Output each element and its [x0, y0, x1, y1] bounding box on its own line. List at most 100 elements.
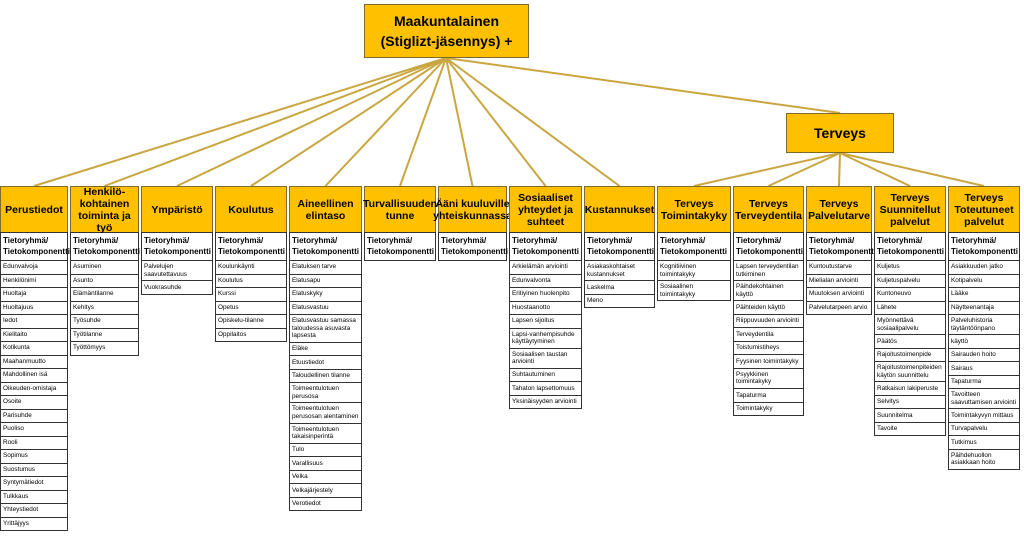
list-item: Tahaton lapsettomuus — [509, 382, 582, 396]
list-item: Asiakkuuden jatko — [948, 261, 1020, 275]
connector-line — [250, 57, 447, 187]
list-item: Toimeentulotuen perusosan alentaminen — [289, 403, 362, 424]
column-subheader: Tietoryhmä/ Tietokomponentti — [141, 232, 213, 261]
list-item: Palveluhistoria täytäntöönpano — [948, 315, 1020, 336]
list-item: Lapsi-vanhempisuhde käyttäytyminen — [509, 328, 582, 349]
list-item: Kotikunta — [0, 342, 68, 356]
list-item: Turvapalvelu — [948, 422, 1020, 437]
terveys-label: Terveys — [814, 125, 866, 141]
list-item: Yrittäjyys — [0, 517, 68, 531]
connector-line — [693, 152, 841, 187]
list-item: käyttö — [948, 335, 1020, 349]
column-subheader: Tietoryhmä/ Tietokomponentti — [509, 232, 582, 261]
connector-line — [445, 57, 474, 187]
column-title: Aineellinen elintaso — [289, 186, 362, 232]
list-item: Taloudellinen tilanne — [289, 369, 362, 384]
column-title-text: Kustannukset — [584, 203, 655, 216]
list-item: Kuntoutustarve — [806, 261, 872, 275]
column-title-text: Perustiedot — [5, 203, 63, 216]
list-item: Mahdollinen isä — [0, 369, 68, 383]
list-item: Elatuskyky — [289, 288, 362, 302]
list-item: Elatuksen tarve — [289, 261, 362, 275]
list-item: Toimeentulotuen takaisinperintä — [289, 423, 362, 444]
list-item: Lapsen terveydentilan tutkiminen — [733, 261, 804, 282]
list-item: Fyysinen toimintakyky — [733, 355, 804, 369]
list-item: Elatusvastuu — [289, 301, 362, 315]
column-title-text: Koulutus — [228, 203, 274, 216]
list-item: Rajoitustoimenpide — [874, 348, 946, 363]
root-title: Maakuntalainen — [393, 13, 500, 29]
list-item: Yhteystiedot — [0, 504, 68, 518]
list-item: Kuljetuspalvelu — [874, 274, 946, 288]
column-title-text: Terveys Terveydentila — [735, 197, 802, 222]
connector-line — [104, 57, 447, 187]
list-item: Lapsen sijoitus — [509, 315, 582, 329]
column-subheader: Tietoryhmä/ Tietokomponentti — [289, 232, 362, 261]
list-item: Päihdekohtainen käyttö — [733, 281, 804, 302]
connector-line — [399, 57, 447, 187]
list-item: Parisuhde — [0, 409, 68, 423]
column-subheader: Tietoryhmä/ Tietokomponentti — [948, 232, 1020, 261]
list-item: Edunvalvoja — [0, 261, 68, 275]
list-item: Työtilanne — [70, 328, 139, 342]
column-title-text: Aineellinen elintaso — [297, 197, 354, 222]
list-item: Maahanmuutto — [0, 355, 68, 369]
column-title-text: Sosiaaliset yhteydet ja suhteet — [518, 191, 573, 228]
list-item: Tutkimus — [948, 436, 1020, 450]
column-title: Terveys Toteutuneet palvelut — [948, 186, 1020, 232]
list-item: Riippuvuuden arviointi — [733, 314, 804, 329]
list-item: Tavoitteen saavuttamisen arviointi — [948, 389, 1020, 410]
list-item: Laskelma — [584, 281, 655, 295]
list-item: Tapaturma — [948, 375, 1020, 390]
list-item: Lääke — [948, 288, 1020, 302]
list-item: Kotipalvelu — [948, 274, 1020, 288]
list-item: Psyykkinen toimintakyky — [733, 368, 804, 390]
list-item: Sosiaalisen taustan arviointi — [509, 348, 582, 369]
column-subheader: Tietoryhmä/ Tietokomponentti — [0, 232, 70, 261]
list-item: Meno — [584, 294, 655, 309]
list-item: Elatusapu — [289, 274, 362, 288]
list-item: Mielialan arviointi — [806, 274, 872, 288]
column-subheader: Tietoryhmä/ Tietokomponentti — [215, 232, 287, 261]
list-item: Velka — [289, 470, 362, 485]
column-title: Koulutus — [215, 186, 287, 232]
list-item: Tulo — [289, 443, 362, 458]
list-item: Toimeentulotuen perusosa — [289, 383, 362, 404]
list-item: Terveydentila — [733, 328, 804, 342]
list-item: Eritiyinen huolenpito — [509, 288, 582, 302]
list-item: Kehitys — [70, 301, 139, 315]
list-item: Muutoksen arviointi — [806, 288, 872, 302]
column-title: Ääni kuuluville yhteiskunnassa — [433, 186, 512, 232]
list-item: Suostumus — [0, 463, 68, 477]
list-item: Edunvalvonta — [509, 274, 582, 288]
list-item: Myönnettävä sosiaalipalvelu — [874, 315, 946, 336]
connector-line — [33, 57, 447, 187]
list-item: Asunto — [70, 274, 139, 288]
list-item: Toistumistiheys — [733, 341, 804, 356]
column-title-text: Ympäristö — [151, 203, 203, 216]
column-title: Sosiaaliset yhteydet ja suhteet — [509, 186, 582, 232]
column-title: Terveys Terveydentila — [733, 186, 804, 232]
list-item: Vuokrasuhde — [141, 281, 213, 295]
list-item: Kuljetus — [874, 261, 946, 275]
column-subheader: Tietoryhmä/ Tietokomponentti — [657, 232, 731, 261]
connector-line — [839, 152, 911, 187]
column-title: Terveys Suunnitellut palvelut — [874, 186, 946, 232]
terveys-node: Terveys — [786, 113, 894, 153]
list-item: Opetus — [215, 301, 287, 315]
column-subheader: Tietoryhmä/ Tietokomponentti — [438, 232, 508, 261]
list-item: Asiakaskohtaiset kustannukset — [584, 261, 655, 282]
connector-line — [445, 57, 547, 187]
list-item: Syntymätiedot — [0, 477, 68, 491]
list-item: Sairauden hoito — [948, 348, 1020, 363]
column-title: Perustiedot — [0, 186, 68, 232]
list-item: Päihteiden käyttö — [733, 301, 804, 315]
column-title-text: Ääni kuuluville yhteiskunnassa — [433, 197, 512, 222]
